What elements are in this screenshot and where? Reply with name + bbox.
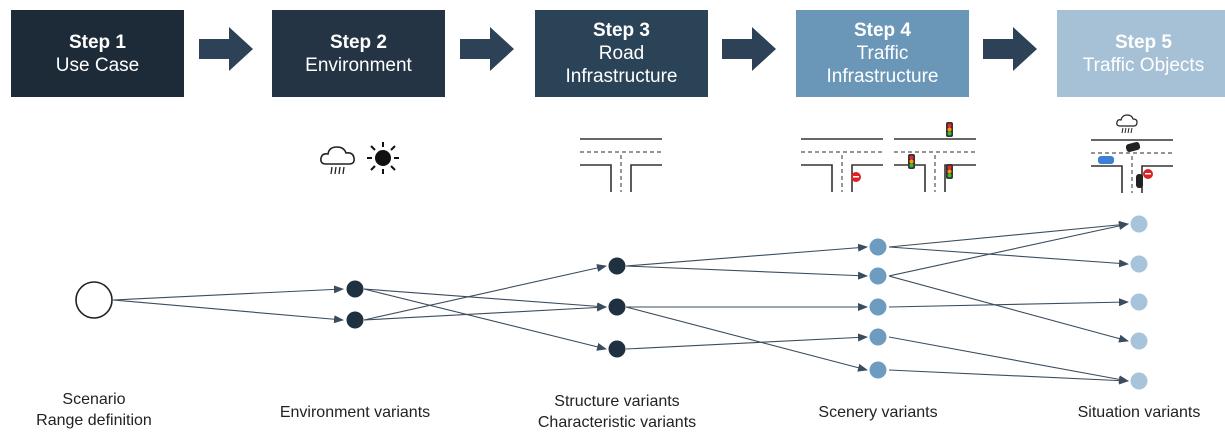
structure-variants-label: Structure variants Characteristic varian… — [538, 391, 696, 433]
scenery-variants-label: Scenery variants — [818, 404, 938, 421]
scenario-root-node — [75, 281, 113, 319]
situation-variants-label: Situation variants — [1077, 404, 1201, 421]
scenery-variant-node — [869, 328, 887, 346]
situation-variant-node — [1130, 372, 1148, 390]
step-number: Step 1 — [68, 31, 127, 53]
scenery-variant-node — [869, 238, 887, 256]
rain-cloud-icon — [320, 146, 355, 175]
sun-icon — [367, 142, 399, 174]
step-arrow-2-icon — [460, 27, 514, 71]
scenario-label-line-1: Scenario — [62, 391, 126, 408]
step-arrow-3-icon — [722, 27, 776, 71]
environment-variant-node — [346, 311, 364, 329]
step-title-line-1: Road — [598, 43, 645, 64]
step-title-line-2: Infrastructure — [565, 66, 678, 87]
situation-variant-node — [1130, 255, 1148, 273]
step-title: Environment — [305, 54, 412, 76]
step-number: Step 2 — [329, 31, 388, 53]
scenery-variant-node — [869, 267, 887, 285]
t-junction-traffic-lights-icon — [894, 122, 976, 192]
scenario-label-line-2: Range definition — [36, 412, 152, 429]
situation-variant-node — [1130, 215, 1148, 233]
step-1-box: Step 1 Use Case — [11, 10, 184, 97]
scenario-label: Scenario Range definition — [36, 389, 152, 431]
step-arrow-4-icon — [983, 27, 1037, 71]
step-4-box: Step 4 Traffic Infrastructure — [796, 10, 969, 97]
scenery-variant-node — [869, 298, 887, 316]
step-number: Step 3 — [592, 20, 651, 41]
structure-variant-node — [608, 340, 626, 358]
step-title: Use Case — [55, 54, 140, 76]
structure-variant-node — [608, 298, 626, 316]
scenery-variant-node — [869, 361, 887, 379]
structure-label-line-2: Characteristic variants — [537, 414, 697, 431]
step-2-box: Step 2 Environment — [272, 10, 445, 97]
t-junction-stop-sign-icon — [801, 138, 883, 192]
environment-variants-label: Environment variants — [279, 404, 431, 421]
step-title-line-1: Traffic — [856, 43, 909, 64]
structure-variant-node — [608, 257, 626, 275]
step-title-line-2: Infrastructure — [826, 66, 939, 87]
step-number: Step 4 — [853, 20, 912, 41]
situation-variant-node — [1130, 293, 1148, 311]
step-number: Step 5 — [1114, 31, 1173, 53]
step-title: Traffic Objects — [1082, 54, 1205, 76]
t-junction-icon — [580, 138, 662, 192]
graph-edges — [112, 220, 1129, 385]
structure-label-line-1: Structure variants — [554, 393, 680, 410]
step-arrow-1-icon — [199, 27, 253, 71]
step-3-box: Step 3 Road Infrastructure — [535, 10, 708, 97]
situation-variant-node — [1130, 332, 1148, 350]
t-junction-traffic-objects-icon — [1091, 114, 1173, 193]
environment-variant-node — [346, 280, 364, 298]
step-5-box: Step 5 Traffic Objects — [1057, 10, 1225, 97]
